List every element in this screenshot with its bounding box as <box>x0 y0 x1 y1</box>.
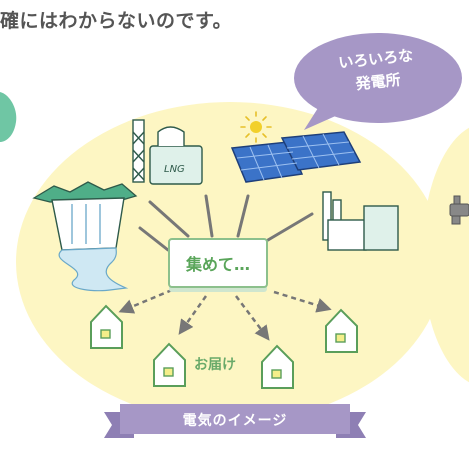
ribbon-banner <box>104 404 366 438</box>
lng-plant-icon: LNG <box>132 119 203 185</box>
dam-icon <box>32 181 138 292</box>
hub-label: 集めて… <box>185 255 250 274</box>
solar-panel-icon <box>230 131 362 183</box>
source-lines <box>138 194 314 252</box>
sun-icon <box>240 111 272 143</box>
house-icon <box>153 342 186 387</box>
ribbon-label: 電気のイメージ <box>182 413 288 429</box>
house-icon <box>325 308 358 353</box>
house-icon <box>90 304 123 349</box>
hub-box: 集めて… <box>168 238 268 288</box>
speech-bubble-icon <box>294 33 462 130</box>
faucet-icon <box>449 195 469 225</box>
mint-shape-icon <box>0 92 17 142</box>
header-text: 確にはわからないのです。 <box>0 10 233 32</box>
factory-icon <box>322 191 399 251</box>
house-icon <box>261 344 294 389</box>
cream-blob-right <box>422 127 469 383</box>
delivery-label: お届け <box>194 357 236 373</box>
svg-text:LNG: LNG <box>164 164 185 175</box>
delivery-arrows <box>118 288 332 341</box>
